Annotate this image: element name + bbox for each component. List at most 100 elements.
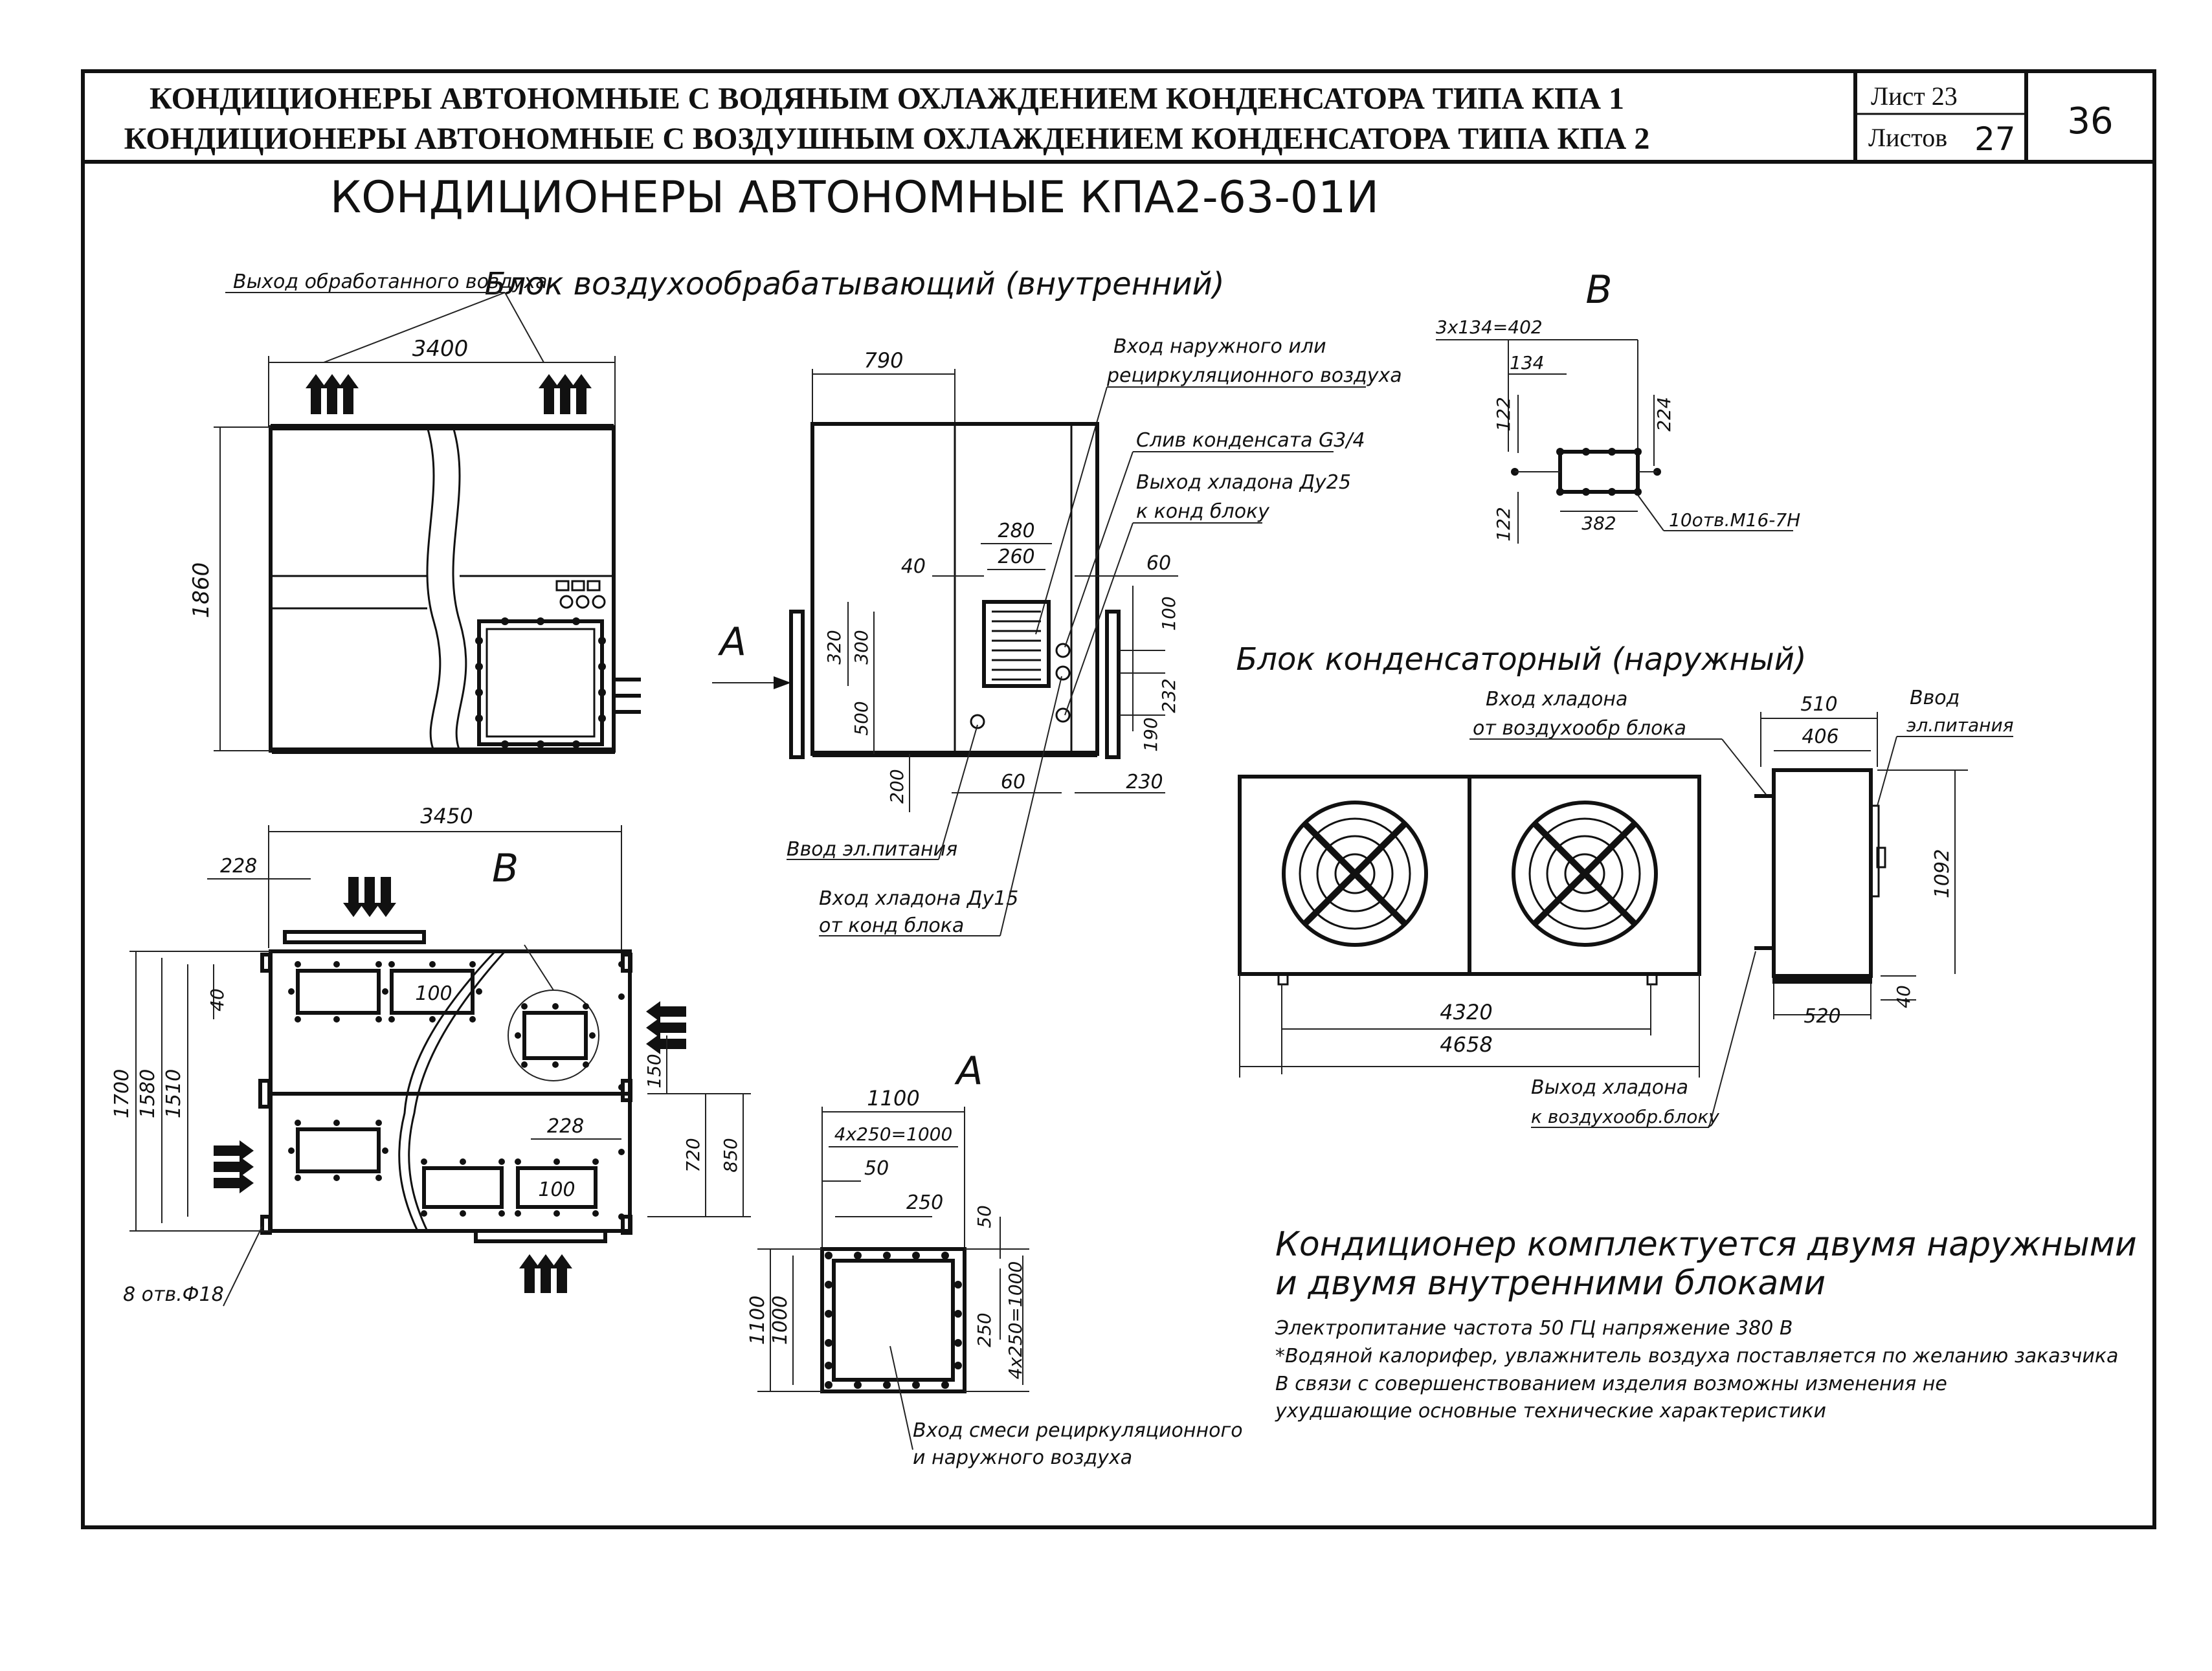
dim-60-bottom: 60 [1001,771,1025,793]
dim-230: 230 [1126,771,1163,793]
dim-4x250-right: 4х250=1000 [1005,1261,1026,1380]
drain-label: Слив конденсата G3/4 [1136,429,1365,452]
inlet-label-2: рециркуляционного воздуха [1106,364,1402,387]
dim-150: 150 [643,1054,665,1088]
dim-720: 720 [682,1138,704,1172]
outdoor-coolant-in-1: Вход хладона [1486,688,1627,711]
dim-190: 190 [1140,717,1161,751]
air-inlet-arrows-left [214,1140,254,1193]
fan-right-icon [1512,801,1658,947]
dim-4320: 4320 [1440,1000,1492,1024]
sheet-frame [81,69,2156,1529]
dim-224: 224 [1653,397,1675,431]
note-line-2: *Водяной калорифер, увлажнитель воздуха … [1275,1345,2118,1367]
dim-outdoor-40: 40 [1893,985,1914,1008]
indoor-cabinet [269,425,616,753]
title-line-2: КОНДИЦИОНЕРЫ АВТОНОМНЫЕ С ВОЗДУШНЫМ ОХЛА… [124,122,1650,156]
detail-b-label: В [1585,267,1612,313]
note-big-1: Кондиционер комплектуется двумя наружным… [1275,1225,2137,1264]
detail-b-flange [1558,450,1640,494]
dim-250-right: 250 [974,1312,995,1347]
dim-1100-top: 1100 [867,1086,919,1111]
dim-228-bottom: 228 [547,1115,584,1138]
dim-280: 280 [998,520,1034,542]
detail-b-holes: 10отв.М16-7Н [1669,509,1800,531]
dim-134: 134 [1510,352,1544,373]
dim-1000-left: 1000 [769,1296,792,1345]
dim-indoor-width: 3400 [412,336,469,362]
outdoor-coolant-in-2: от воздухообр блока [1473,717,1686,740]
dim-4x250-top: 4х250=1000 [834,1123,953,1145]
dim-50-right: 50 [974,1205,995,1228]
air-inlet-arrows-top [343,877,396,917]
dim-122-bottom: 122 [1493,507,1514,541]
view-a: А 1100 4х250=1000 50 250 50 250 4х250=10… [746,1048,1243,1469]
dim-40: 40 [901,555,926,578]
dim-382: 382 [1581,513,1616,534]
power-input-label: Ввод эл.питания [787,838,957,861]
detail-b: В 3х134=402 134 122 224 122 382 10отв.М1… [1436,267,1800,544]
sheets-count: 27 [1974,120,2016,158]
dim-232: 232 [1158,678,1179,713]
dim-260: 260 [998,546,1034,568]
dim-100-bottom: 100 [538,1179,575,1201]
mix-inlet-label-2: и наружного воздуха [913,1446,1132,1469]
note-line-3: В связи с совершенствованием изделия воз… [1275,1373,1947,1395]
dim-4658: 4658 [1440,1032,1492,1057]
note-line-1: Электропитание частота 50 ГЦ напряжение … [1275,1317,1793,1340]
dim-300: 300 [851,630,872,664]
dim-510: 510 [1800,693,1837,716]
dim-side-790: 790 [864,348,903,373]
control-panel [555,580,606,609]
dim-3450: 3450 [420,804,473,828]
dim-1700: 1700 [111,1069,133,1118]
main-title: КОНДИЦИОНЕРЫ АВТОНОМНЫЕ КПА2-63-01И [330,172,1379,223]
air-inlet-arrows-bottom [519,1254,572,1293]
coolant-in-label-1: Вход хладона Ду15 [819,887,1018,910]
view-a-marker: А [717,619,746,665]
outdoor-unit: Блок конденсаторный (наружный) Вход хлад… [1236,641,2013,1128]
indoor-heading: Блок воздухообрабатывающий (внутренний) [484,266,1224,302]
title-block: КОНДИЦИОНЕРЫ АВТОНОМНЫЕ С ВОДЯНЫМ ОХЛАЖД… [81,69,2156,1529]
sheet-label: Лист 23 [1871,82,1958,111]
dim-1092: 1092 [1931,849,1954,898]
plan-b-marker: В [492,846,519,891]
dim-228-top: 228 [220,855,257,878]
outdoor-coolant-out-2: к воздухообр.блоку [1531,1106,1719,1127]
indoor-unit-side-view: 790 Вход наружного или рециркуляционного… [712,335,1402,937]
dim-1580: 1580 [137,1069,159,1118]
dim-500: 500 [851,701,872,735]
note-line-4: ухудшающие основные технические характер… [1275,1400,1826,1422]
dim-200: 200 [886,769,908,803]
title-line-1: КОНДИЦИОНЕРЫ АВТОНОМНЫЕ С ВОДЯНЫМ ОХЛАЖД… [150,82,1624,116]
dim-3x134: 3х134=402 [1436,316,1543,338]
outdoor-power-2: эл.питания [1906,714,2013,736]
dim-406: 406 [1802,725,1838,748]
dim-122-top: 122 [1493,397,1514,431]
coolant-in-label-2: от конд блока [819,914,964,937]
indoor-unit-front-view: Блок воздухообрабатывающий (внутренний) … [188,266,1225,754]
dim-1100-left: 1100 [746,1296,769,1345]
plan-holes: 8 отв.Ф18 [123,1283,224,1306]
inlet-label-1: Вход наружного или [1113,335,1326,358]
air-outlet-arrows-right [539,374,592,414]
note-big-2: и двумя внутренними блоками [1275,1264,1826,1303]
dim-320: 320 [823,630,845,664]
dim-100: 100 [1158,596,1179,630]
dim-250-top: 250 [906,1191,943,1214]
dim-60-right: 60 [1146,552,1171,575]
outdoor-heading: Блок конденсаторный (наружный) [1236,641,1806,678]
mix-inlet-label-1: Вход смеси рециркуляционного [913,1419,1243,1442]
dim-850: 850 [720,1138,741,1172]
air-outlet-arrows-left [306,374,359,414]
dim-1510: 1510 [162,1069,185,1118]
notes: Кондиционер комплектуется двумя наружным… [1275,1225,2137,1422]
outdoor-power-1: Ввод [1910,687,1960,709]
dim-520: 520 [1804,1005,1840,1028]
outlet-label: Выход обработанного воздуха [233,271,548,293]
coolant-out-label-2: к конд блоку [1136,500,1270,523]
indoor-unit-plan-view: 3450 228 В 100 100 [111,804,751,1307]
louver-grille [982,600,1051,688]
condenser-side [1772,768,1873,978]
